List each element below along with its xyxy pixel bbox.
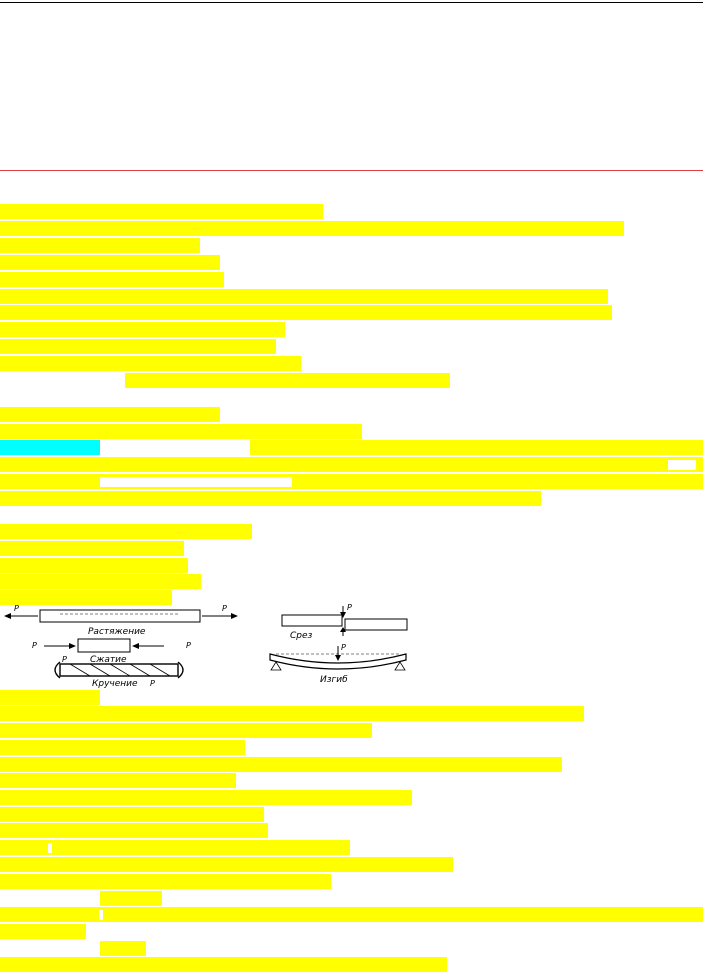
caption-shear: Срез — [290, 631, 313, 641]
text-line — [0, 524, 252, 539]
text-line — [100, 440, 703, 455]
text-line — [0, 690, 100, 705]
text-line — [0, 221, 624, 236]
force-label: P — [347, 603, 352, 612]
caption-bending: Изгиб — [320, 675, 348, 685]
force-label: P — [150, 679, 155, 688]
force-label: P — [186, 641, 191, 650]
text-gap — [668, 460, 696, 470]
text-line — [0, 706, 584, 721]
text-line — [0, 255, 220, 270]
text-line — [0, 790, 412, 805]
text-line — [0, 457, 703, 472]
text-line — [0, 407, 220, 422]
bending-diagram: P Изгиб — [269, 643, 407, 685]
text-line — [0, 558, 188, 573]
text-line — [0, 272, 224, 287]
text-line — [0, 574, 201, 589]
text-line — [0, 857, 453, 872]
deformation-figure: P P Растяжение P P Сжатие P P Кручение — [0, 602, 703, 688]
text-line — [0, 541, 184, 556]
text-line — [0, 339, 276, 354]
text-line — [125, 373, 450, 388]
text-line — [0, 840, 350, 855]
text-line — [100, 891, 162, 906]
text-line — [0, 823, 268, 838]
text-line — [0, 289, 608, 304]
shear-diagram: P Срез — [281, 603, 408, 641]
text-line — [0, 204, 323, 219]
text-line — [0, 322, 285, 337]
text-line — [0, 957, 447, 972]
text-line — [100, 941, 146, 956]
text-line — [0, 356, 301, 371]
text-line — [0, 907, 703, 922]
deformation-types-drawing: P P Растяжение P P Сжатие P P Кручение — [4, 603, 408, 688]
force-label: P — [341, 643, 346, 652]
text-line — [0, 491, 541, 506]
text-line — [0, 874, 331, 889]
compression-diagram: P P Сжатие — [32, 638, 191, 665]
text-line — [0, 723, 372, 738]
tension-diagram: P P Растяжение — [4, 604, 238, 637]
text-gap — [48, 843, 52, 853]
text-line — [0, 305, 612, 320]
text-line — [0, 757, 562, 772]
top-rule — [0, 2, 703, 3]
highlighted-term — [0, 440, 100, 455]
force-label: P — [62, 655, 67, 664]
force-label: P — [14, 604, 19, 613]
caption-tension: Растяжение — [88, 627, 146, 637]
text-line — [0, 740, 245, 755]
text-line — [0, 238, 200, 253]
header-divider — [0, 170, 703, 171]
text-line — [0, 424, 362, 439]
force-label: P — [222, 604, 227, 613]
text-gap — [99, 910, 103, 920]
text-line — [0, 924, 86, 939]
text-gap — [100, 440, 250, 455]
text-gap — [100, 477, 292, 487]
text-line — [0, 807, 264, 822]
caption-torsion: Кручение — [92, 679, 138, 688]
text-line — [0, 590, 172, 605]
torsion-diagram: P P Кручение — [54, 655, 184, 688]
text-line — [0, 773, 236, 788]
force-label: P — [32, 641, 37, 650]
caption-compression: Сжатие — [90, 655, 127, 665]
